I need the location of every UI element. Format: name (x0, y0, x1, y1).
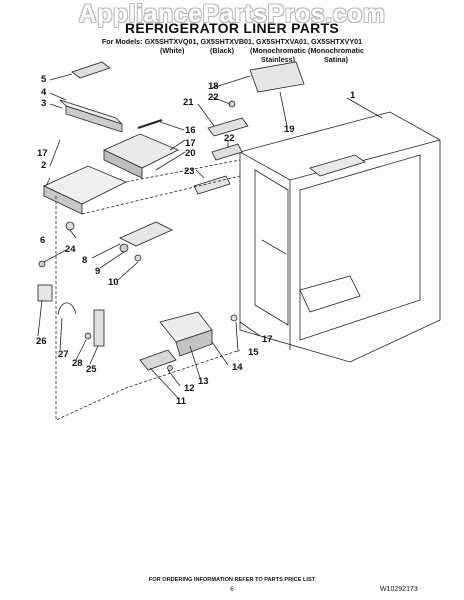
liner-part (239, 111, 441, 363)
callout-21: 20 (185, 148, 196, 159)
page-number: 6 (230, 586, 234, 593)
callout-26: 25 (86, 364, 97, 375)
callout-24: 23 (184, 166, 195, 177)
callout-2: 2 (41, 160, 47, 171)
callout-8: 8 (82, 255, 88, 266)
callout-3: 3 (41, 98, 47, 109)
callout-4: 4 (41, 87, 47, 98)
callout-20: 22 (208, 92, 219, 103)
variant-mono-stainless: (Monochromatic Stainless) (250, 46, 306, 64)
document-number: W10292173 (380, 586, 418, 593)
callout-10: 10 (108, 277, 119, 288)
callout-6: 6 (40, 235, 46, 246)
callout-5: 5 (41, 74, 47, 85)
callout-17b: 17 (185, 138, 196, 149)
callout-17c: 17 (262, 334, 273, 345)
callout-17a: 17 (37, 148, 48, 159)
callout-9: 9 (95, 266, 101, 277)
callout-25: 24 (65, 244, 76, 255)
callout-11: 11 (176, 396, 187, 407)
callout-16: 16 (185, 125, 196, 136)
callout-22: 21 (183, 97, 194, 108)
callout-29: 28 (72, 358, 83, 369)
callout-28: 27 (58, 349, 69, 360)
ordering-note: FOR ORDERING INFORMATION REFER TO PARTS … (148, 577, 316, 583)
variant-mono-satina: (Monochromatic Satina) (308, 46, 364, 64)
callout-12: 12 (184, 383, 195, 394)
callout-14: 14 (232, 362, 243, 373)
variant-white: (White) (160, 46, 185, 55)
callout-18: 18 (208, 81, 219, 92)
variant-black: (Black) (210, 46, 234, 55)
model-list: For Models: GX5SHTXVQ01, GX5SHTXVB01, GX… (101, 37, 363, 46)
callout-1: 1 (350, 90, 356, 101)
callout-23: 22 (224, 133, 235, 144)
callout-15: 15 (248, 347, 259, 358)
callout-19: 19 (284, 124, 295, 135)
callout-27: 26 (36, 336, 47, 347)
watermark: AppliancePartsPros.com (78, 0, 386, 28)
page-title: REFRIGERATOR LINER PARTS (124, 20, 340, 36)
callout-13: 13 (198, 376, 209, 387)
